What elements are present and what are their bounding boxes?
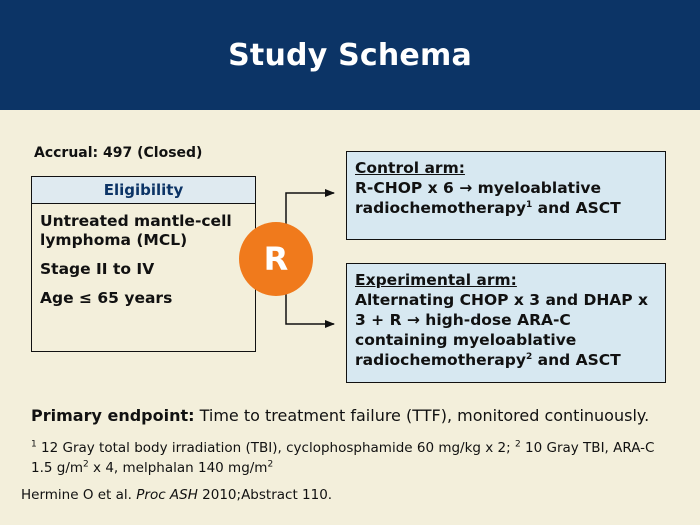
citation: Hermine O et al. Proc ASH 2010;Abstract … (21, 487, 333, 503)
experimental-arm-description: Alternating CHOP x 3 and DHAP x 3 + R → … (355, 291, 649, 369)
randomization-circle: R (239, 222, 313, 296)
control-arm-box: Control arm: R-CHOP x 6 → myeloablative … (346, 151, 666, 240)
criterion-age: Age ≤ 65 years (40, 289, 173, 307)
citation-journal: Proc ASH (136, 487, 198, 503)
eligibility-heading: Eligibility (32, 177, 255, 204)
accrual-label: Accrual: 497 (Closed) (34, 145, 203, 161)
eligibility-criteria: Untreated mantle-cell lymphoma (MCL) Sta… (32, 204, 255, 308)
primary-endpoint-text: Time to treatment failure (TTF), monitor… (194, 406, 650, 425)
primary-endpoint: Primary endpoint: Time to treatment fail… (31, 406, 649, 425)
arrow-to-control (285, 189, 335, 224)
criterion-diagnosis: Untreated mantle-cell lymphoma (MCL) (40, 212, 232, 249)
eligibility-box: Eligibility Untreated mantle-cell lympho… (31, 176, 256, 352)
footnote: 1 12 Gray total body irradiation (TBI), … (31, 439, 655, 476)
control-arm-title: Control arm: (355, 159, 465, 177)
header-banner: Study Schema (0, 0, 700, 110)
experimental-arm-title: Experimental arm: (355, 271, 517, 289)
experimental-arm-box: Experimental arm: Alternating CHOP x 3 a… (346, 263, 666, 383)
page-title: Study Schema (228, 37, 472, 73)
primary-endpoint-label: Primary endpoint: (31, 406, 195, 425)
control-arm-description: R-CHOP x 6 → myeloablative radiochemothe… (355, 179, 621, 217)
arrow-to-experimental (285, 294, 335, 328)
criterion-stage: Stage II to IV (40, 260, 155, 278)
